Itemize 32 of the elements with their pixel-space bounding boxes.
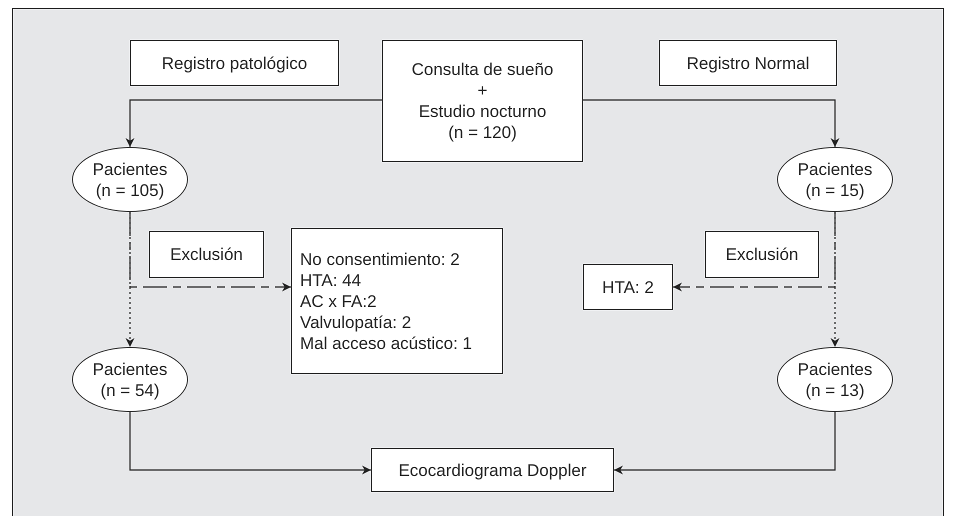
arrow: [614, 412, 836, 474]
node-text: HTA: 2: [602, 276, 654, 298]
process-box: [149, 231, 264, 278]
node-text: Mal acceso acústico: 1: [300, 332, 472, 354]
process-box: [371, 448, 614, 492]
node-text: Ecocardiograma Doppler: [398, 460, 587, 480]
node-text: AC x FA:2: [300, 290, 377, 312]
node-text: Estudio nocturno (n = 120): [418, 101, 548, 143]
process-box: [583, 264, 673, 310]
node-text: Valvulopatía: 2: [300, 312, 412, 332]
node-text: Exclusión: [726, 244, 798, 265]
process-box: [291, 228, 503, 374]
node-text: Exclusión: [170, 244, 243, 265]
node-text: No consentimiento: 2: [300, 248, 460, 270]
node-text: Pacientes (n = 15): [796, 158, 874, 200]
node-text: Registro patológico: [162, 52, 308, 74]
node-text: Pacientes (n = 105): [92, 158, 168, 200]
arrow: [129, 412, 371, 474]
arrow: [126, 99, 382, 147]
node-text: Pacientes (n = 54): [92, 358, 168, 400]
process-box: [705, 231, 819, 278]
node-text: Registro Normal: [686, 52, 810, 74]
node-text: HTA: 44: [300, 270, 362, 290]
arrow: [129, 212, 291, 292]
arrow: [583, 99, 840, 147]
arrow: [673, 212, 836, 292]
node-text: Consulta de sueño: [412, 59, 554, 80]
process-box: [130, 40, 339, 86]
node-text: +: [478, 80, 488, 101]
process-box: [382, 40, 583, 162]
process-box: [659, 40, 837, 86]
node-text: Pacientes (n = 13): [796, 358, 874, 400]
